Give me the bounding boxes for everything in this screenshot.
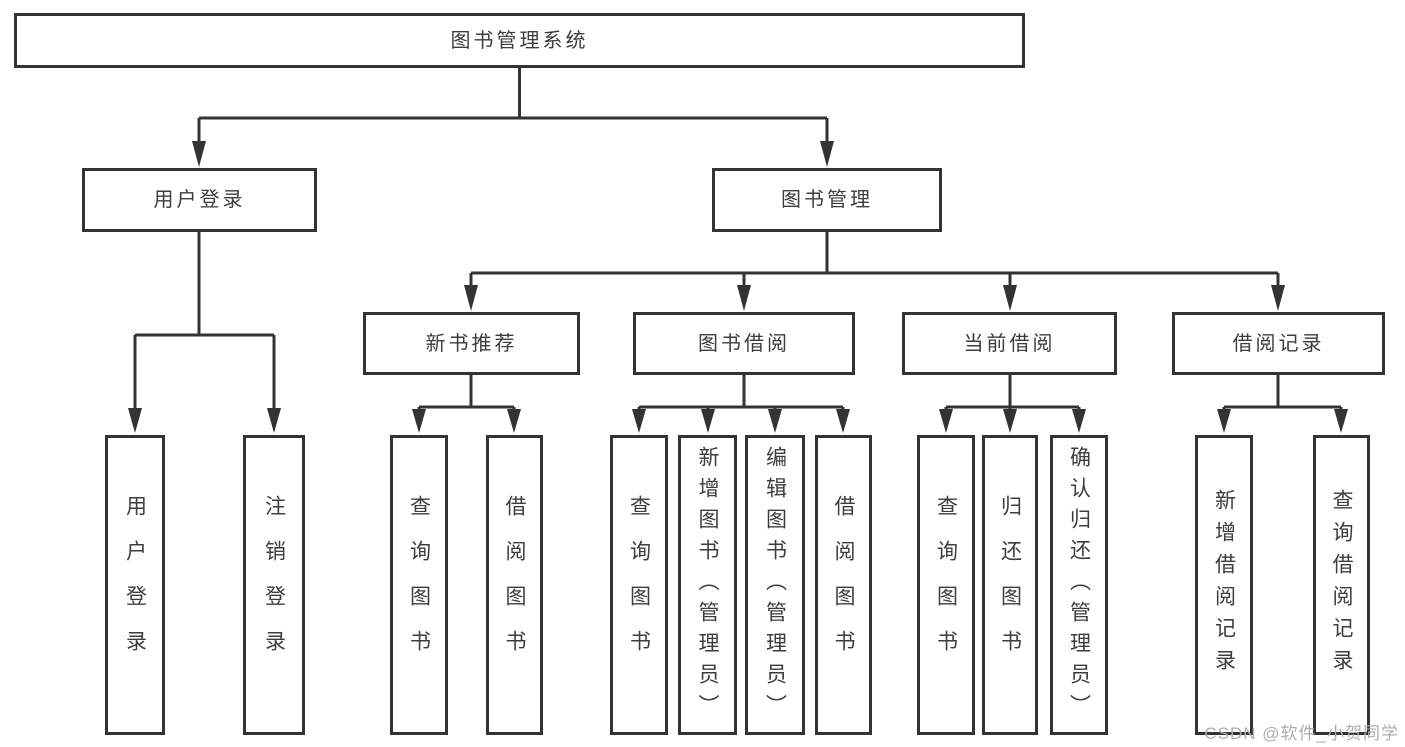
- node-label: 查询图书: [407, 495, 431, 675]
- node-label: 当前借阅: [963, 332, 1056, 355]
- node-label: 借阅图书: [503, 495, 526, 675]
- node-label: 新增借阅记录: [1212, 489, 1236, 681]
- node-book-management: 图书管理: [712, 168, 942, 232]
- leaf-confirm-return-admin: 确认归还（管理员）: [1050, 435, 1108, 735]
- leaf-add-books-admin: 新增图书（管理员）: [678, 435, 737, 735]
- node-borrow-records: 借阅记录: [1172, 312, 1385, 375]
- node-current-borrow: 当前借阅: [902, 312, 1117, 375]
- leaf-borrow-books-recommend: 借阅图书: [486, 435, 543, 735]
- node-label: 归还图书: [998, 495, 1022, 675]
- node-book-borrow: 图书借阅: [633, 312, 855, 375]
- leaf-query-books-recommend: 查询图书: [390, 435, 448, 735]
- node-label: 注销登录: [262, 495, 286, 675]
- node-label: 图书管理: [781, 189, 873, 211]
- node-label: 确认归还（管理员）: [1067, 445, 1091, 725]
- node-label: 图书借阅: [698, 332, 790, 355]
- node-label: 借阅记录: [1232, 332, 1325, 355]
- leaf-return-books: 归还图书: [982, 435, 1038, 735]
- node-label: 查询图书: [627, 495, 651, 675]
- node-label: 用户登录: [153, 189, 246, 211]
- node-label: 用户登录: [123, 495, 147, 675]
- node-label: 编辑图书（管理员）: [763, 445, 787, 725]
- leaf-query-books-borrow: 查询图书: [610, 435, 668, 735]
- leaf-query-borrow-record: 查询借阅记录: [1313, 435, 1370, 735]
- node-user-login: 用户登录: [82, 168, 317, 232]
- leaf-add-borrow-record: 新增借阅记录: [1195, 435, 1253, 735]
- node-label: 查询图书: [934, 495, 958, 675]
- arrowhead-icons: [128, 141, 1348, 433]
- node-label: 新书推荐: [425, 332, 518, 355]
- node-label: 查询借阅记录: [1330, 489, 1353, 681]
- leaf-logout: 注销登录: [243, 435, 305, 735]
- node-label: 图书管理系统: [450, 29, 589, 52]
- leaf-user-login: 用户登录: [105, 435, 165, 735]
- node-label: 新增图书（管理员）: [696, 445, 719, 725]
- leaf-edit-books-admin: 编辑图书（管理员）: [745, 435, 805, 735]
- leaf-query-books-current: 查询图书: [917, 435, 975, 735]
- node-new-book-recommend: 新书推荐: [363, 312, 580, 375]
- leaf-borrow-books: 借阅图书: [815, 435, 872, 735]
- watermark: CSDN @软件_小贺同学: [1204, 724, 1399, 743]
- node-label: 借阅图书: [832, 495, 855, 675]
- node-library-management-system: 图书管理系统: [14, 13, 1025, 68]
